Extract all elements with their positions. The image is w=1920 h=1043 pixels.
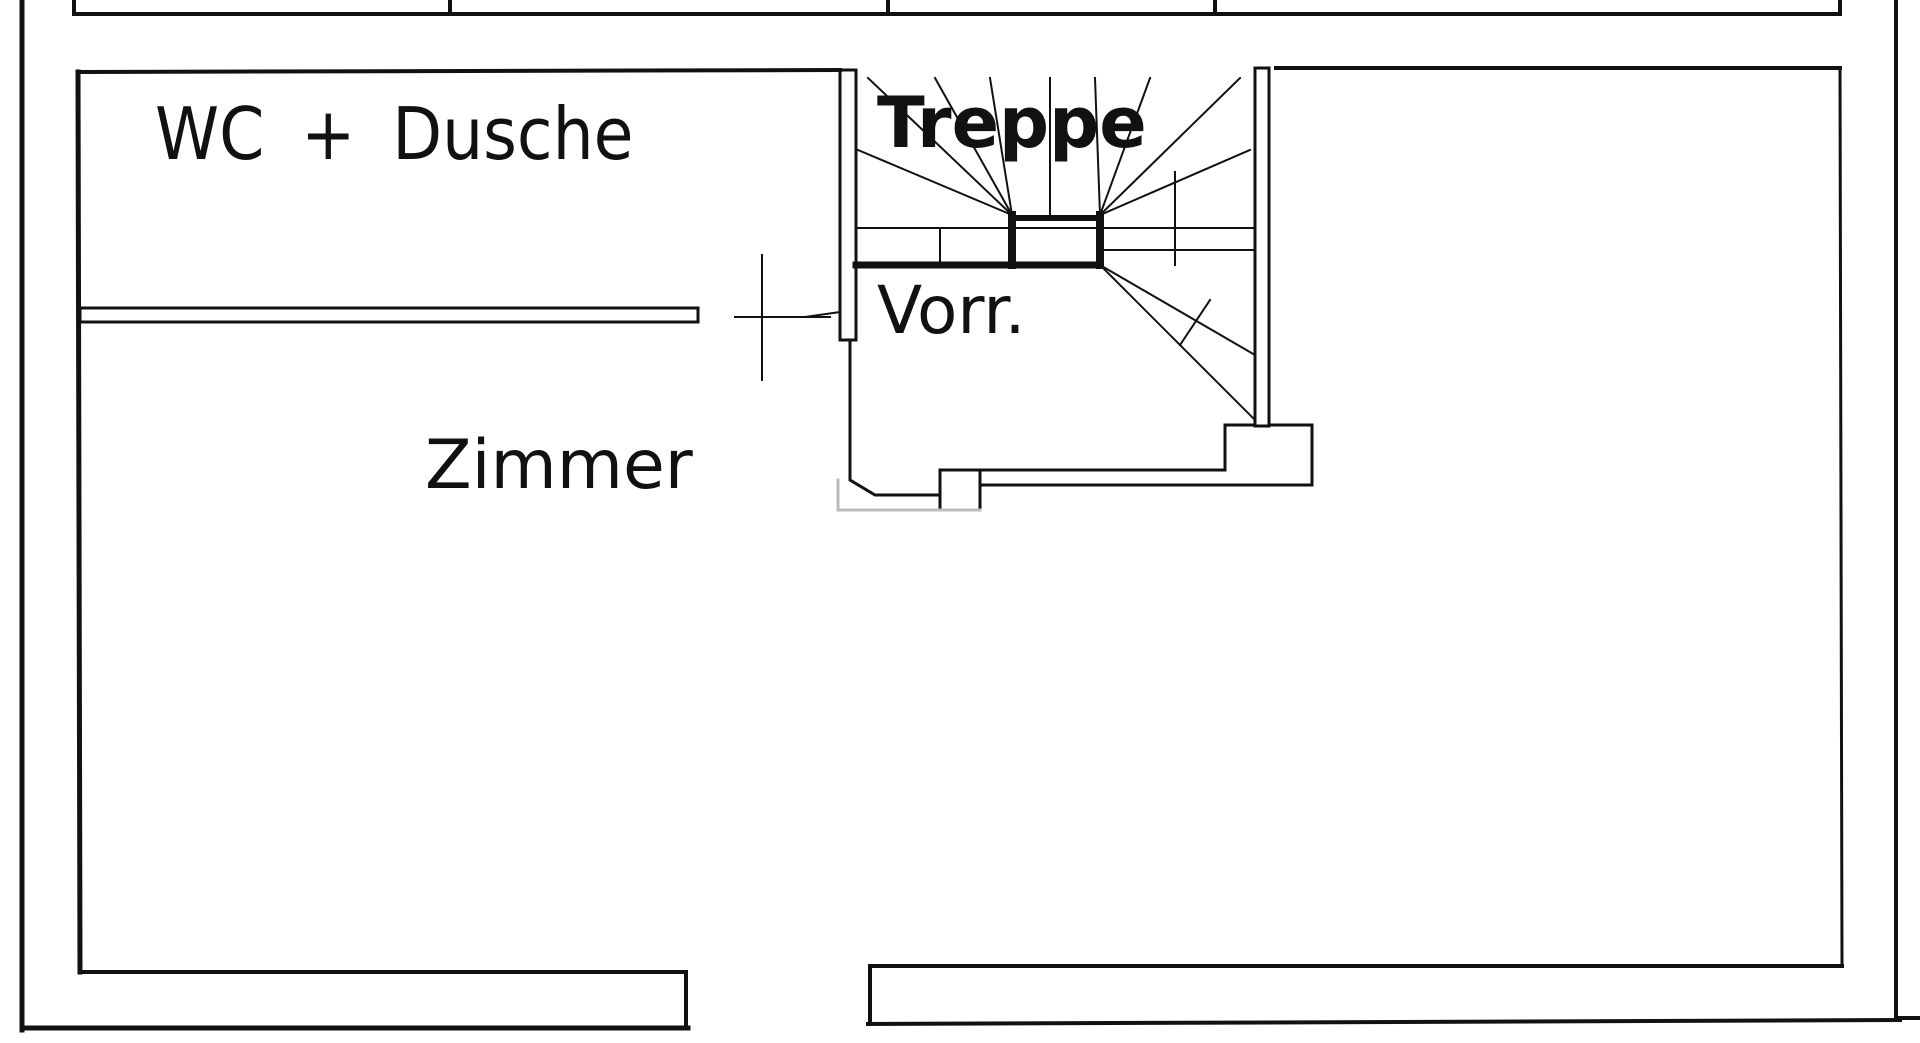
stair-wall-left bbox=[838, 68, 858, 342]
wc-partition-wall bbox=[78, 306, 700, 324]
inner-wall-top-left bbox=[75, 67, 843, 75]
stair-treads bbox=[856, 76, 1257, 422]
room-label-zimmer: Zimmer bbox=[425, 426, 693, 505]
hall-outline-outer bbox=[978, 423, 1314, 487]
hall-step bbox=[938, 468, 982, 512]
room-label-treppe: Treppe bbox=[877, 82, 1147, 164]
hall-threshold bbox=[836, 478, 982, 512]
door-mark-link bbox=[803, 310, 842, 319]
inner-wall-bottom-left bbox=[78, 970, 688, 1028]
room-label-vorraum: Vorr. bbox=[877, 272, 1026, 349]
inner-wall-right bbox=[1838, 66, 1844, 968]
upper-room-strip bbox=[72, 0, 1842, 16]
stair-wall-right bbox=[1253, 66, 1271, 428]
hall-outline bbox=[848, 338, 1257, 497]
room-label-wc-dusche: WC + Dusche bbox=[155, 92, 634, 176]
inner-wall-bottom-right bbox=[868, 964, 1844, 1026]
outer-wall-bottom-right bbox=[865, 1017, 1903, 1027]
inner-wall-left bbox=[75, 69, 83, 975]
